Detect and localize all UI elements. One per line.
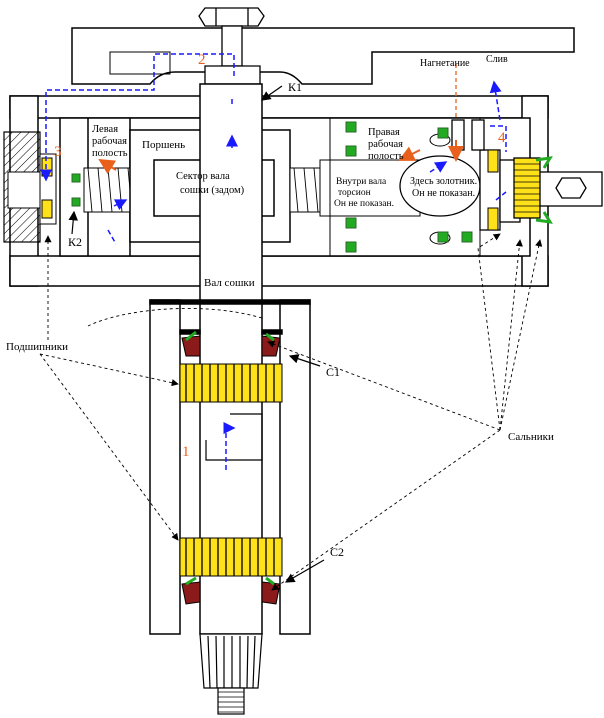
label-left-cavity-line: полость [92, 148, 128, 159]
label-shaft: Вал сошки [204, 277, 255, 289]
inner-passage [205, 413, 263, 461]
splined-end [199, 633, 263, 715]
pointer-arrows [68, 85, 325, 583]
label-spool: Здесь золотник. Он не показан. [410, 176, 480, 199]
label-torsion-line: Он не показан. [334, 199, 394, 209]
bearing-c1 [179, 363, 283, 403]
markers: 1 2 3 4 [54, 52, 506, 460]
label-sector: Сектор вала сошки (задом) [176, 171, 245, 196]
label-torsion: Внутри вала торсион Он не показан. [334, 177, 394, 209]
pressure-arrows [98, 140, 464, 175]
label-seals: Сальники [508, 431, 554, 443]
ports [451, 64, 485, 151]
spool-body [329, 117, 481, 257]
label-spool-line: Он не показан. [412, 188, 475, 199]
marker-4: 4 [498, 130, 506, 146]
top-bracket [71, 27, 575, 85]
label-sector-line: сошки (задом) [180, 185, 245, 196]
marker-3: 3 [54, 144, 62, 160]
right-seals [535, 156, 553, 224]
label-right-cavity: Правая рабочая полость [368, 127, 406, 162]
flow-paths [40, 53, 507, 470]
label-right-cavity-line: Правая [368, 127, 400, 138]
label-spool-line: Здесь золотник. [410, 176, 477, 187]
marker-1: 1 [182, 444, 190, 460]
label-k1: К1 [288, 80, 302, 94]
yellow-bushings [41, 149, 499, 231]
label-right-cavity-line: рабочая [368, 139, 403, 150]
label-left-cavity-line: Левая [92, 124, 118, 135]
label-left-cavity-line: рабочая [92, 136, 127, 147]
label-torsion-line: Внутри вала [336, 177, 387, 187]
label-c1: С1 [326, 365, 340, 379]
label-sector-line: Сектор вала [176, 171, 230, 182]
label-piston: Поршень [142, 139, 185, 151]
bearing-c2 [179, 537, 283, 577]
marker-2: 2 [198, 52, 206, 68]
label-left-cavity: Левая рабочая полость [92, 124, 130, 159]
label-c2: С2 [330, 545, 344, 559]
top-nut [198, 7, 265, 85]
label-drain: Слив [486, 54, 508, 65]
label-k2: К2 [68, 235, 82, 249]
left-end-cap [3, 131, 57, 243]
label-bearings: Подшипники [6, 341, 68, 353]
lower-shaft-seals [181, 576, 281, 605]
leader-lines [39, 233, 543, 591]
label-torsion-line: торсион [338, 188, 371, 198]
label-pressure: Нагнетание [420, 58, 470, 69]
label-right-cavity-line: полость [368, 151, 404, 162]
